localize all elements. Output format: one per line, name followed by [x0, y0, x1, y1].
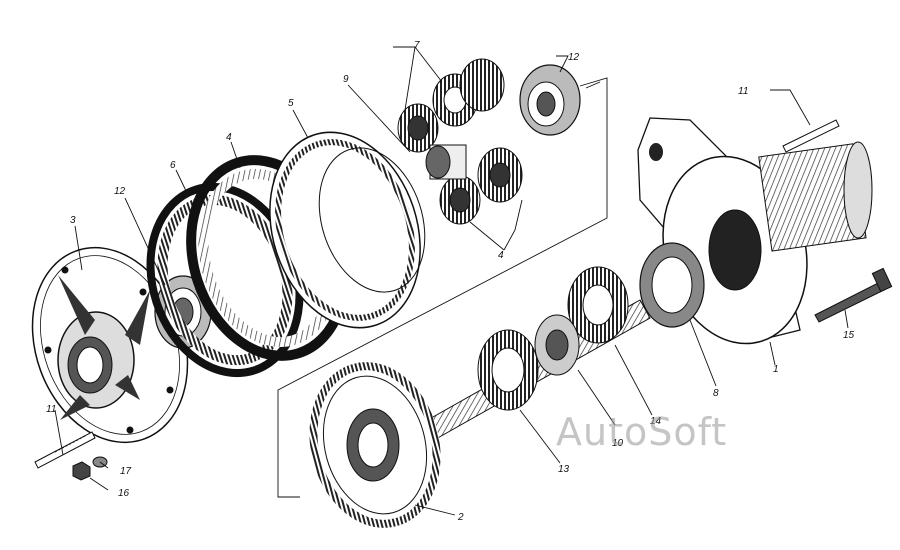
callout-11-left: 11 [46, 404, 56, 415]
bearing-part-13 [477, 329, 539, 411]
callout-16: 16 [118, 488, 130, 499]
bolt-part-11-right [782, 119, 840, 153]
assembly-guide-lines [277, 77, 608, 498]
callout-12-right: 12 [568, 52, 580, 63]
callout-11-right: 11 [738, 86, 748, 97]
callout-4-left: 4 [226, 132, 232, 143]
callout-labels: 1 2 3 4 4 5 6 7 8 9 10 11 11 12 12 13 14… [46, 40, 855, 523]
callout-13: 13 [558, 464, 570, 475]
callout-2: 2 [457, 512, 464, 523]
callout-10: 10 [612, 438, 624, 449]
callout-3: 3 [70, 215, 76, 226]
bearing-part-14 [567, 266, 629, 344]
callout-9: 9 [343, 74, 349, 85]
callout-1: 1 [773, 364, 779, 375]
watermark: AutoSoft [556, 410, 728, 454]
drum-part-5 [269, 131, 426, 329]
callout-7: 7 [414, 40, 420, 51]
seal-part-8 [639, 242, 705, 328]
sprocket-part-2 [309, 362, 441, 528]
callout-12-left: 12 [114, 186, 126, 197]
bearing-part-12-right [519, 64, 581, 136]
leader-lines [54, 46, 849, 516]
nut-part-16 [72, 461, 91, 481]
callout-8: 8 [713, 388, 719, 399]
callout-15: 15 [843, 330, 855, 341]
callout-4-right: 4 [498, 250, 504, 261]
spacer-part-10 [534, 314, 580, 376]
callout-17: 17 [120, 466, 132, 477]
callout-6: 6 [170, 160, 176, 171]
bolt-part-15 [814, 267, 893, 323]
hub-flange-part-3 [31, 246, 189, 444]
housing-part-1 [637, 117, 873, 345]
planet-gear-set-part-7 [397, 58, 523, 225]
callout-14: 14 [650, 416, 662, 427]
bolt-part-11-left [34, 431, 96, 469]
callout-5: 5 [288, 98, 294, 109]
